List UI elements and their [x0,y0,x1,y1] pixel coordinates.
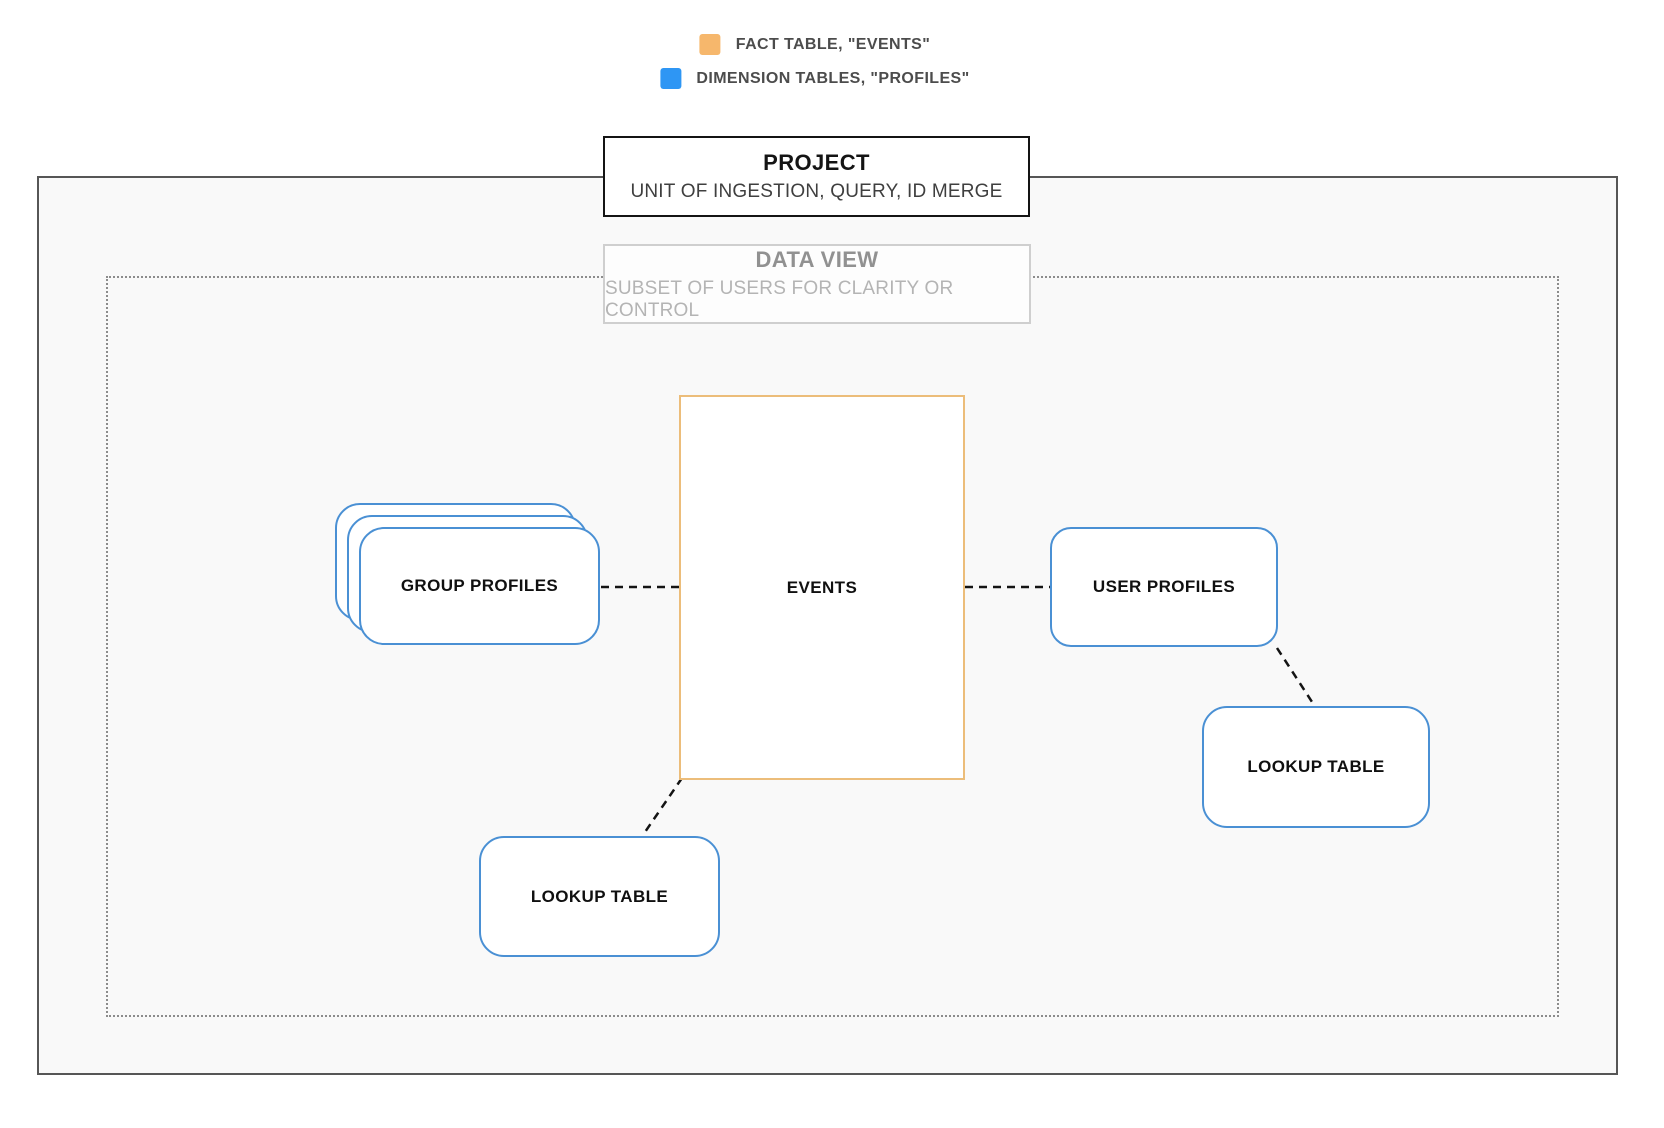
legend-item-dimension-tables: DIMENSION TABLES, "PROFILES" [660,68,969,89]
group-profiles-node-label: GROUP PROFILES [400,576,559,595]
lookup-table-right-node: LOOKUP TABLE [1202,706,1430,828]
lookup-table-right-node-label: LOOKUP TABLE [1247,757,1385,776]
events-node: EVENTS [679,395,965,780]
data-view-header-box: DATA VIEW SUBSET OF USERS FOR CLARITY OR… [603,244,1031,324]
legend-item-label: DIMENSION TABLES, "PROFILES" [696,69,970,87]
project-subtitle: UNIT OF INGESTION, QUERY, ID MERGE [630,181,1003,202]
fact-table-swatch-icon [699,34,721,55]
events-node-label: EVENTS [786,577,858,597]
legend: FACT TABLE, "EVENTS" DIMENSION TABLES, "… [660,34,969,89]
legend-item-label: FACT TABLE, "EVENTS" [735,35,931,53]
project-header-box: PROJECT UNIT OF INGESTION, QUERY, ID MER… [603,136,1030,217]
data-view-title: DATA VIEW [755,246,879,272]
lookup-table-left-node: LOOKUP TABLE [479,836,720,957]
user-profiles-node-label: USER PROFILES [1092,577,1236,596]
project-title: PROJECT [763,150,870,175]
lookup-table-left-node-label: LOOKUP TABLE [530,886,669,906]
dimension-tables-swatch-icon [660,68,682,89]
legend-item-fact-table: FACT TABLE, "EVENTS" [699,34,931,55]
user-profiles-node: USER PROFILES [1050,527,1278,647]
group-profiles-card-front: GROUP PROFILES [359,527,600,645]
data-view-subtitle: SUBSET OF USERS FOR CLARITY OR CONTROL [605,277,954,321]
group-profiles-node: GROUP PROFILES [335,503,600,645]
